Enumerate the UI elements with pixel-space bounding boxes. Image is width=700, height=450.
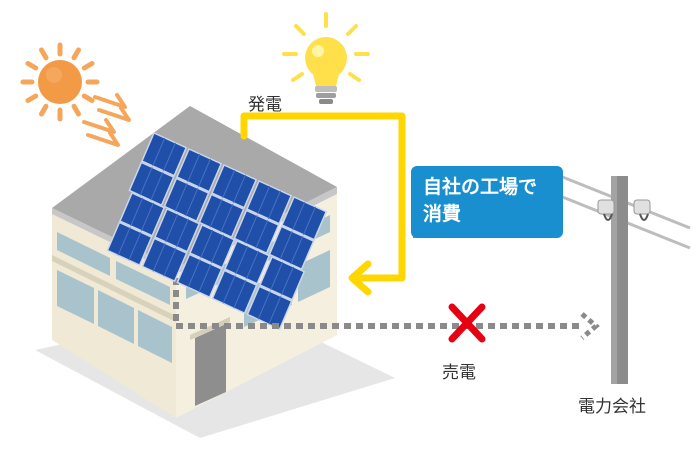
solar-panel-icon [106,131,328,331]
sunlight-arrows-icon [82,93,131,147]
selling-power-line [176,312,600,340]
utility-pole-icon [559,174,691,384]
self-consumption-label: 自社の工場で 消費 [423,176,538,225]
light-bulb-icon [282,12,370,104]
sun-icon [20,42,100,122]
generation-label: 発電 [248,95,282,115]
cross-icon [448,303,486,343]
self-consumption-callout: 自社の工場で 消費 [411,166,563,238]
utility-company-label: 電力会社 [578,397,646,417]
power-flow-line [240,112,406,296]
selling-label: 売電 [442,363,476,383]
